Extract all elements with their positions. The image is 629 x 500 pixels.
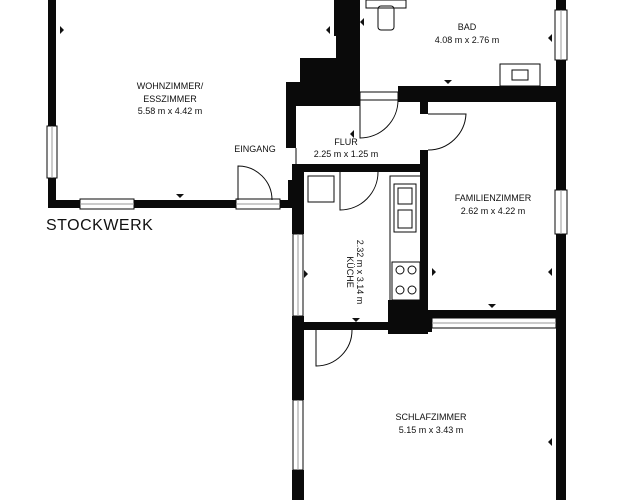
schlafzimmer-name: SCHLAFZIMMER bbox=[395, 412, 467, 422]
flur-dims: 2.25 m x 1.25 m bbox=[314, 149, 379, 159]
wohnzimmer-name-2: ESSZIMMER bbox=[143, 94, 197, 104]
schlafzimmer-dims: 5.15 m x 3.43 m bbox=[399, 425, 464, 435]
room-labels: WOHNZIMMER/ ESSZIMMER 5.58 m x 4.42 m BA… bbox=[137, 22, 532, 435]
windows bbox=[46, 9, 568, 471]
wohnzimmer-name-1: WOHNZIMMER/ bbox=[137, 81, 204, 91]
direction-markers bbox=[60, 18, 552, 446]
wohnzimmer-dims: 5.58 m x 4.42 m bbox=[138, 106, 203, 116]
kueche-name: KÜCHE bbox=[345, 256, 355, 288]
bad-dims: 4.08 m x 2.76 m bbox=[435, 35, 500, 45]
kueche-dims: 2.32 m x 3.14 m bbox=[355, 240, 365, 305]
doors bbox=[237, 99, 467, 367]
eingang-label: EINGANG bbox=[234, 144, 276, 154]
familienzimmer-name: FAMILIENZIMMER bbox=[455, 193, 532, 203]
flur-name: FLUR bbox=[334, 137, 358, 147]
plan-title: STOCKWERK bbox=[46, 217, 153, 234]
fixtures bbox=[307, 0, 541, 307]
familienzimmer-dims: 2.62 m x 4.22 m bbox=[461, 206, 526, 216]
bad-name: BAD bbox=[458, 22, 477, 32]
walls bbox=[48, 0, 566, 500]
